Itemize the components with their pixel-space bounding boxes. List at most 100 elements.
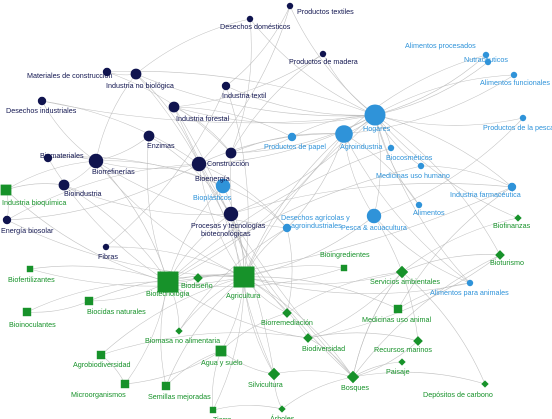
edge — [41, 100, 376, 124]
edge — [307, 271, 403, 339]
node-n14 — [58, 179, 70, 191]
node-label: Desechos domésticos — [220, 22, 291, 31]
edge — [374, 114, 524, 126]
edge — [281, 376, 354, 410]
node-label: Tierra — [213, 415, 232, 419]
node-label: Biomasa no alimentaria — [145, 336, 220, 345]
node-label: Biocidas naturales — [87, 307, 146, 316]
edge — [165, 350, 222, 387]
node-label: Materiales de construcción — [27, 71, 113, 80]
node-label: Agroindustria — [340, 142, 382, 151]
edge — [289, 5, 376, 116]
edge — [167, 281, 309, 339]
node-n57 — [209, 406, 217, 414]
edge — [273, 370, 354, 378]
node-n4 — [102, 67, 112, 77]
node-n23 — [519, 114, 527, 122]
node-label: Bosques — [341, 383, 369, 392]
node-label: Biocosméticos — [386, 153, 433, 162]
edge — [352, 271, 403, 378]
edge — [343, 133, 375, 217]
edge — [374, 114, 501, 256]
edge — [352, 371, 486, 385]
edge — [307, 332, 419, 342]
edge — [286, 271, 403, 314]
edge — [243, 276, 471, 294]
node-label: Servicios ambientales — [370, 277, 440, 286]
node-label: Agrobiodiversidad — [73, 360, 131, 369]
edge — [173, 53, 324, 108]
node-n29 — [215, 178, 231, 194]
edge — [343, 74, 515, 135]
node-label: Biodiseño — [181, 281, 213, 290]
node-label: Biodiversidad — [302, 344, 345, 353]
node-label: Bioinoculantes — [9, 320, 56, 329]
edge — [373, 215, 471, 284]
edge — [225, 85, 249, 278]
edge — [148, 135, 232, 215]
edge — [230, 152, 275, 375]
node-n49 — [96, 350, 106, 360]
edge — [41, 100, 97, 162]
node-n40 — [193, 273, 203, 283]
node-n47 — [303, 333, 313, 343]
node-label: Enzimas — [147, 141, 175, 150]
edge — [243, 133, 345, 278]
node-label: Medicinas uso humano — [376, 171, 450, 180]
edge — [6, 163, 200, 221]
edge — [401, 217, 519, 273]
node-label: Agricultura — [226, 291, 260, 300]
edge — [47, 156, 224, 187]
edge — [374, 114, 519, 219]
edge — [95, 160, 200, 170]
edge — [167, 165, 422, 283]
edge — [29, 265, 169, 283]
node-n2 — [246, 15, 254, 23]
edge — [167, 185, 224, 283]
node-layer — [0, 2, 527, 414]
edge — [307, 337, 354, 378]
node-n5 — [130, 68, 142, 80]
node-label-line: Procesos y tecnologías — [191, 221, 266, 230]
edge — [243, 276, 399, 310]
node-n33 — [514, 214, 522, 222]
edge — [374, 114, 471, 284]
node-label: Industria textil — [222, 91, 267, 100]
node-label: Productos de madera — [289, 57, 358, 66]
node-label: Bioenergía — [195, 174, 230, 183]
edge — [286, 227, 293, 314]
node-n19 — [482, 51, 490, 59]
node-n44 — [22, 307, 32, 317]
edge — [95, 160, 288, 229]
node-label: Productos de la pesca — [483, 123, 552, 132]
edge — [243, 215, 375, 278]
edge — [5, 160, 97, 191]
edge — [343, 133, 420, 206]
edge — [95, 160, 169, 283]
edge — [198, 163, 354, 378]
node-label: Industria no biológica — [106, 81, 174, 90]
node-n18 — [102, 243, 110, 251]
edge — [343, 54, 487, 135]
node-label: Semillas mejoradas — [148, 392, 211, 401]
node-n6 — [221, 81, 231, 91]
edge — [352, 254, 501, 378]
node-n26 — [387, 144, 395, 152]
node-n24 — [287, 132, 297, 142]
edge — [307, 254, 501, 339]
node-n32 — [366, 208, 382, 224]
edge — [230, 18, 252, 154]
edge — [178, 227, 288, 332]
edge — [124, 350, 222, 385]
node-n28 — [507, 182, 517, 192]
node-label: Microorganismos — [71, 390, 126, 399]
node-label: Alimentos procesados — [405, 41, 476, 50]
node-label: Nutracéuticos — [464, 55, 508, 64]
edge — [95, 160, 224, 187]
node-label: Depósitos de carbono — [423, 390, 493, 399]
node-label: Agua y suelo — [201, 358, 243, 367]
edge — [135, 73, 376, 117]
node-n25 — [335, 125, 353, 143]
node-label-line: Desechos agrícolas y — [281, 213, 350, 222]
